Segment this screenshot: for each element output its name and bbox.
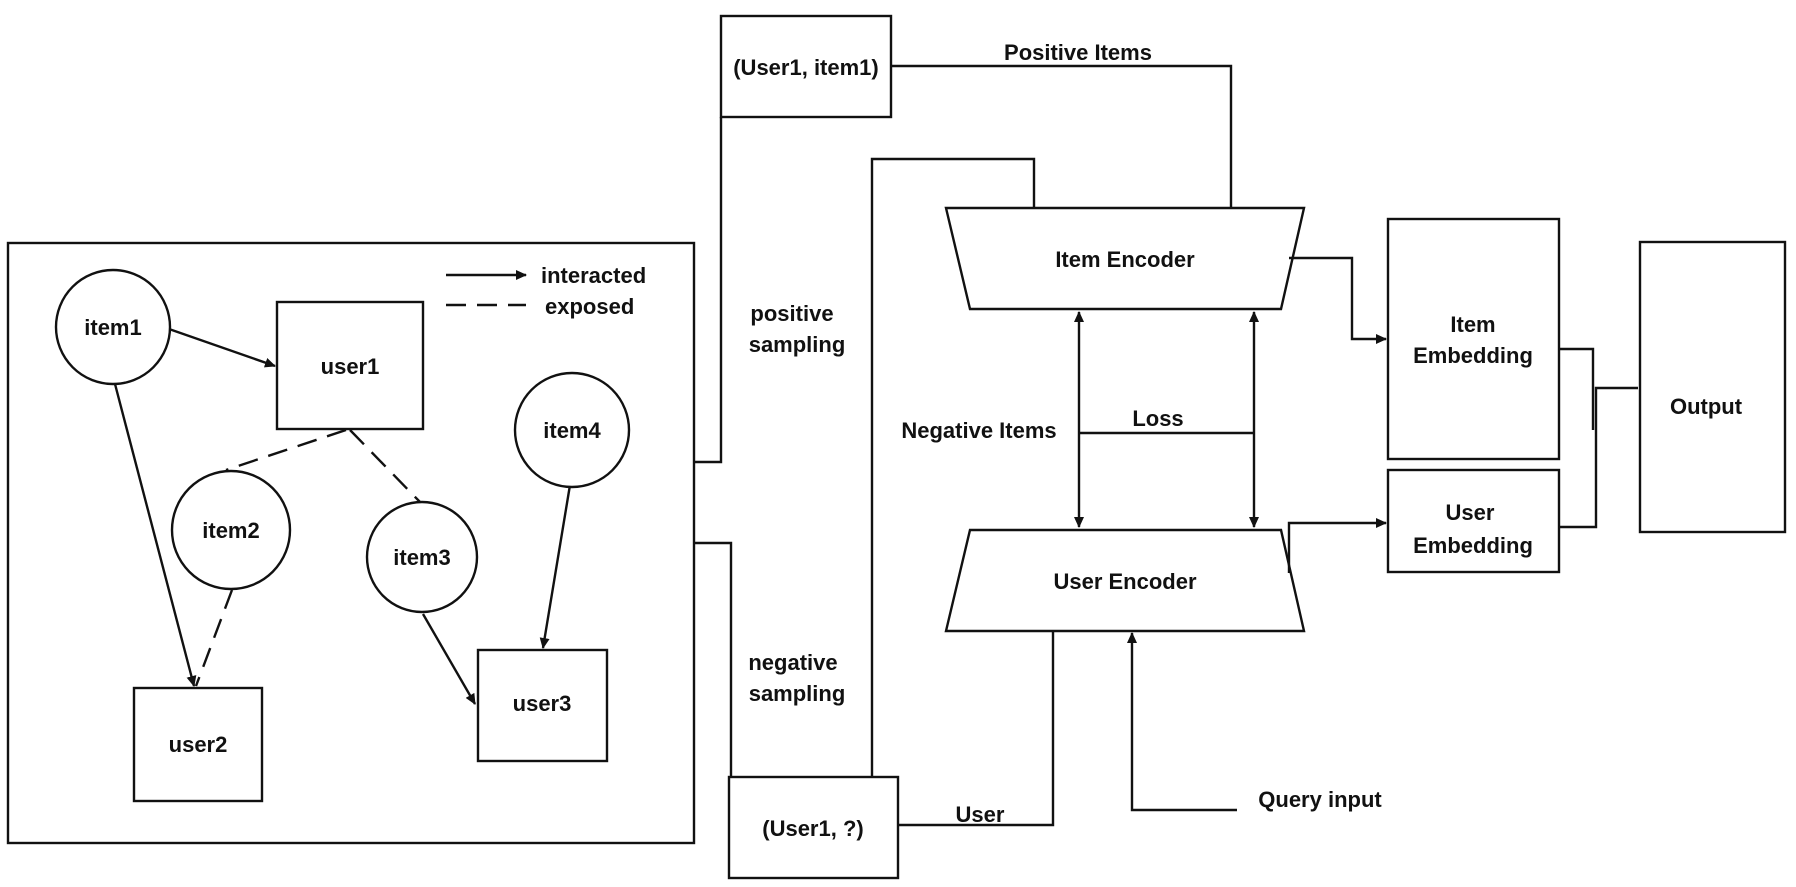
- user3-label: user3: [513, 691, 572, 716]
- query-input-label: Query input: [1258, 787, 1382, 812]
- user-encoder-box: [944, 528, 1306, 633]
- user3-node: [476, 648, 609, 763]
- user-connector: [898, 631, 1055, 827]
- negative-pair-label: (User1, ?): [762, 816, 863, 841]
- edge-user1-item3-exposed: [349, 429, 421, 503]
- item-embedding-label-line1: Item: [1450, 312, 1495, 337]
- positive-pair-box: [719, 14, 893, 119]
- user-embedding-connector: [1559, 386, 1638, 529]
- legend-interacted-label: interacted: [541, 263, 646, 288]
- item1-label: item1: [84, 315, 141, 340]
- edge-item2-user2-exposed: [194, 589, 234, 687]
- edge-item1-user1: [168, 327, 276, 368]
- positive-items-label: Positive Items: [1004, 40, 1152, 65]
- user-encoder-to-embedding-arrow: [1287, 518, 1387, 573]
- user1-node: [275, 300, 425, 431]
- user1-label: user1: [321, 354, 380, 379]
- negative-pair-box: [727, 775, 900, 880]
- user-embedding-label-line1: User: [1446, 500, 1495, 525]
- query-input-arrow: [1127, 632, 1237, 812]
- edge-user1-item2-exposed: [225, 428, 347, 472]
- negative-items-connector: [870, 157, 1036, 777]
- item-embedding-connector: [1559, 347, 1595, 430]
- negative-sampling-label-line2: sampling: [749, 681, 846, 706]
- edge-item4-user3: [539, 484, 572, 649]
- item3-node: [365, 500, 479, 614]
- edge-item3-user3: [421, 613, 477, 705]
- item2-node: [170, 469, 292, 591]
- user-embedding-box: [1386, 468, 1561, 574]
- negative-sampling-connector: [694, 541, 733, 777]
- item1-node: [54, 268, 172, 386]
- output-box: [1638, 240, 1787, 534]
- positive-items-connector: [891, 64, 1233, 208]
- user2-label: user2: [169, 732, 228, 757]
- positive-sampling-connector: [694, 117, 723, 464]
- item-encoder-label: Item Encoder: [1055, 247, 1195, 272]
- item4-node: [513, 371, 631, 489]
- item-encoder-to-embedding-arrow: [1289, 256, 1387, 344]
- user-embedding-label-line2: Embedding: [1413, 533, 1533, 558]
- output-label: Output: [1670, 394, 1743, 419]
- item2-label: item2: [202, 518, 259, 543]
- item4-label: item4: [543, 418, 601, 443]
- item-embedding-label-line2: Embedding: [1413, 343, 1533, 368]
- edge-item1-user2: [113, 383, 197, 687]
- legend-exposed-label: exposed: [545, 294, 634, 319]
- positive-sampling-label-line1: positive: [750, 301, 833, 326]
- loss-label: Loss: [1132, 406, 1183, 431]
- user-label: User: [956, 802, 1005, 827]
- item3-label: item3: [393, 545, 450, 570]
- negative-sampling-label-line1: negative: [748, 650, 837, 675]
- user-encoder-label: User Encoder: [1053, 569, 1196, 594]
- positive-sampling-label-line2: sampling: [749, 332, 846, 357]
- user2-node: [132, 686, 264, 803]
- negative-items-label: Negative Items: [901, 418, 1056, 443]
- item-embedding-box: [1386, 217, 1561, 461]
- positive-pair-label: (User1, item1): [733, 55, 879, 80]
- item-encoder-box: [944, 206, 1306, 311]
